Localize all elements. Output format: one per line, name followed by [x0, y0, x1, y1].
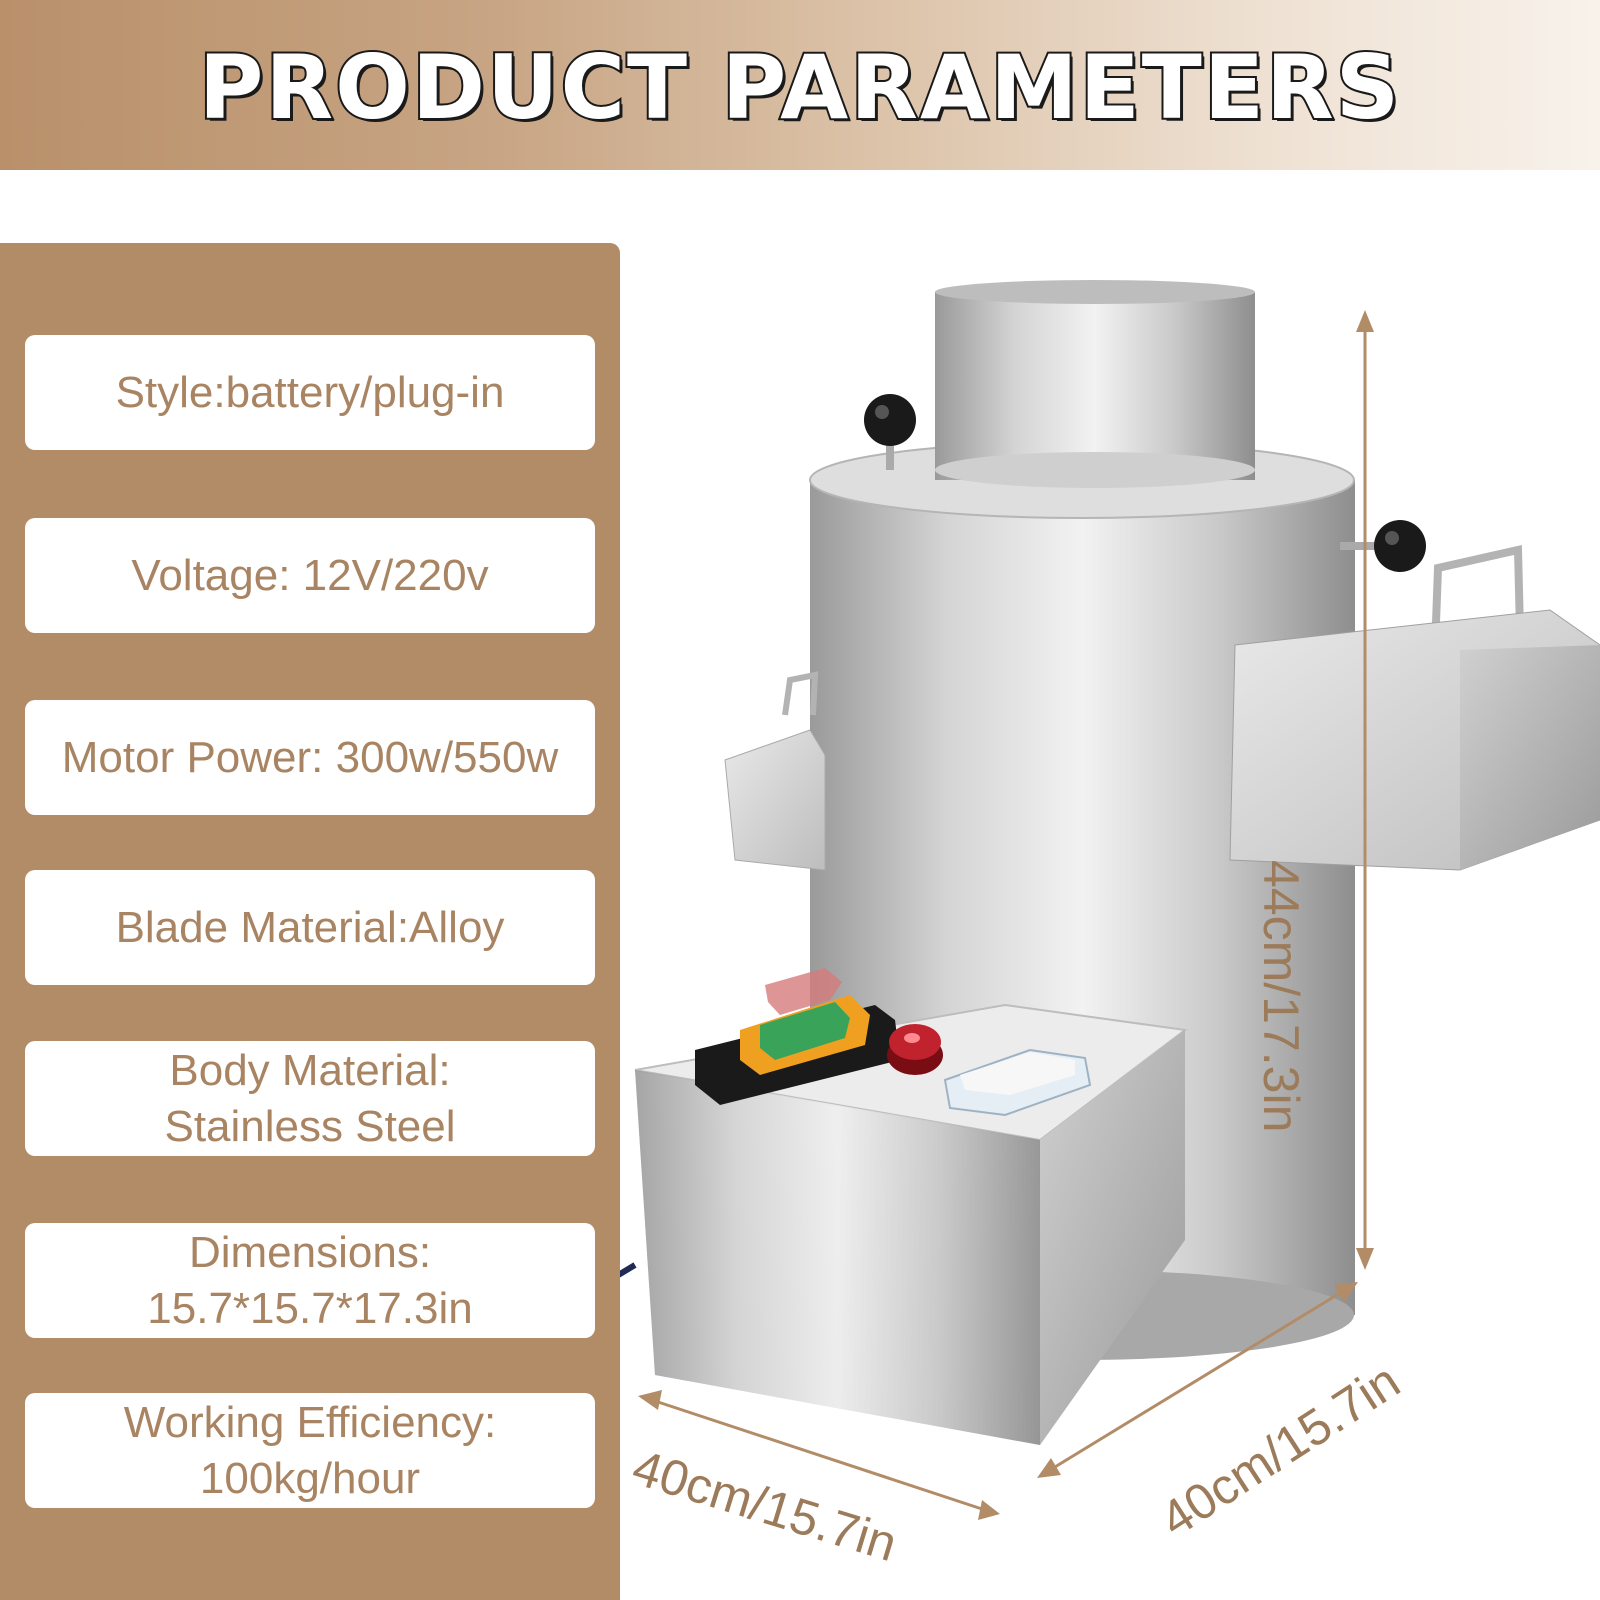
- spec-card-motor-power: Motor Power: 300w/550w: [25, 700, 595, 815]
- spec-card-working-efficiency: Working Efficiency: 100kg/hour: [25, 1393, 595, 1508]
- left-outlet-box: [724, 671, 826, 871]
- spec-line: Body Material:: [169, 1045, 451, 1095]
- power-switch: [695, 968, 900, 1105]
- control-base-box: [634, 1003, 1188, 1445]
- spec-line: Blade Material:Alloy: [115, 902, 505, 952]
- machine-illustration: [620, 280, 1600, 1520]
- timer-switch: [943, 1048, 1092, 1117]
- height-dimension-arrow: [1356, 310, 1374, 1270]
- knob-left: [864, 394, 916, 470]
- width-dimension-arrow: [638, 1390, 1000, 1520]
- spec-panel: Style:battery/plug-in Voltage: 12V/220v …: [0, 243, 620, 1600]
- machine-top-chute: [935, 280, 1255, 488]
- spec-card-body-material: Body Material: Stainless Steel: [25, 1041, 595, 1156]
- spec-card-dimensions: Dimensions: 15.7*15.7*17.3in: [25, 1223, 595, 1338]
- spec-line: Dimensions:: [188, 1227, 432, 1277]
- depth-dimension-arrow: [1037, 1282, 1358, 1478]
- spec-line: Voltage: 12V/220v: [131, 550, 489, 600]
- spec-card-style: Style:battery/plug-in: [25, 335, 595, 450]
- spec-line: Working Efficiency:: [123, 1397, 497, 1447]
- spec-line: 100kg/hour: [199, 1453, 421, 1503]
- power-cable: [620, 1262, 637, 1278]
- spec-line: 15.7*15.7*17.3in: [147, 1283, 473, 1333]
- height-dimension-label: 44cm/17.3in: [1253, 860, 1309, 1133]
- spec-line: Stainless Steel: [164, 1101, 456, 1151]
- indicator-light: [887, 1024, 943, 1075]
- right-outlet-box: [1229, 545, 1600, 871]
- header-banner: PRODUCT PARAMETERS: [0, 0, 1600, 170]
- spec-card-voltage: Voltage: 12V/220v: [25, 518, 595, 633]
- page-title: PRODUCT PARAMETERS: [197, 34, 1402, 141]
- spec-line: Style:battery/plug-in: [115, 367, 505, 417]
- spec-card-blade-material: Blade Material:Alloy: [25, 870, 595, 985]
- knob-right: [1340, 520, 1426, 572]
- spec-line: Motor Power: 300w/550w: [61, 732, 559, 782]
